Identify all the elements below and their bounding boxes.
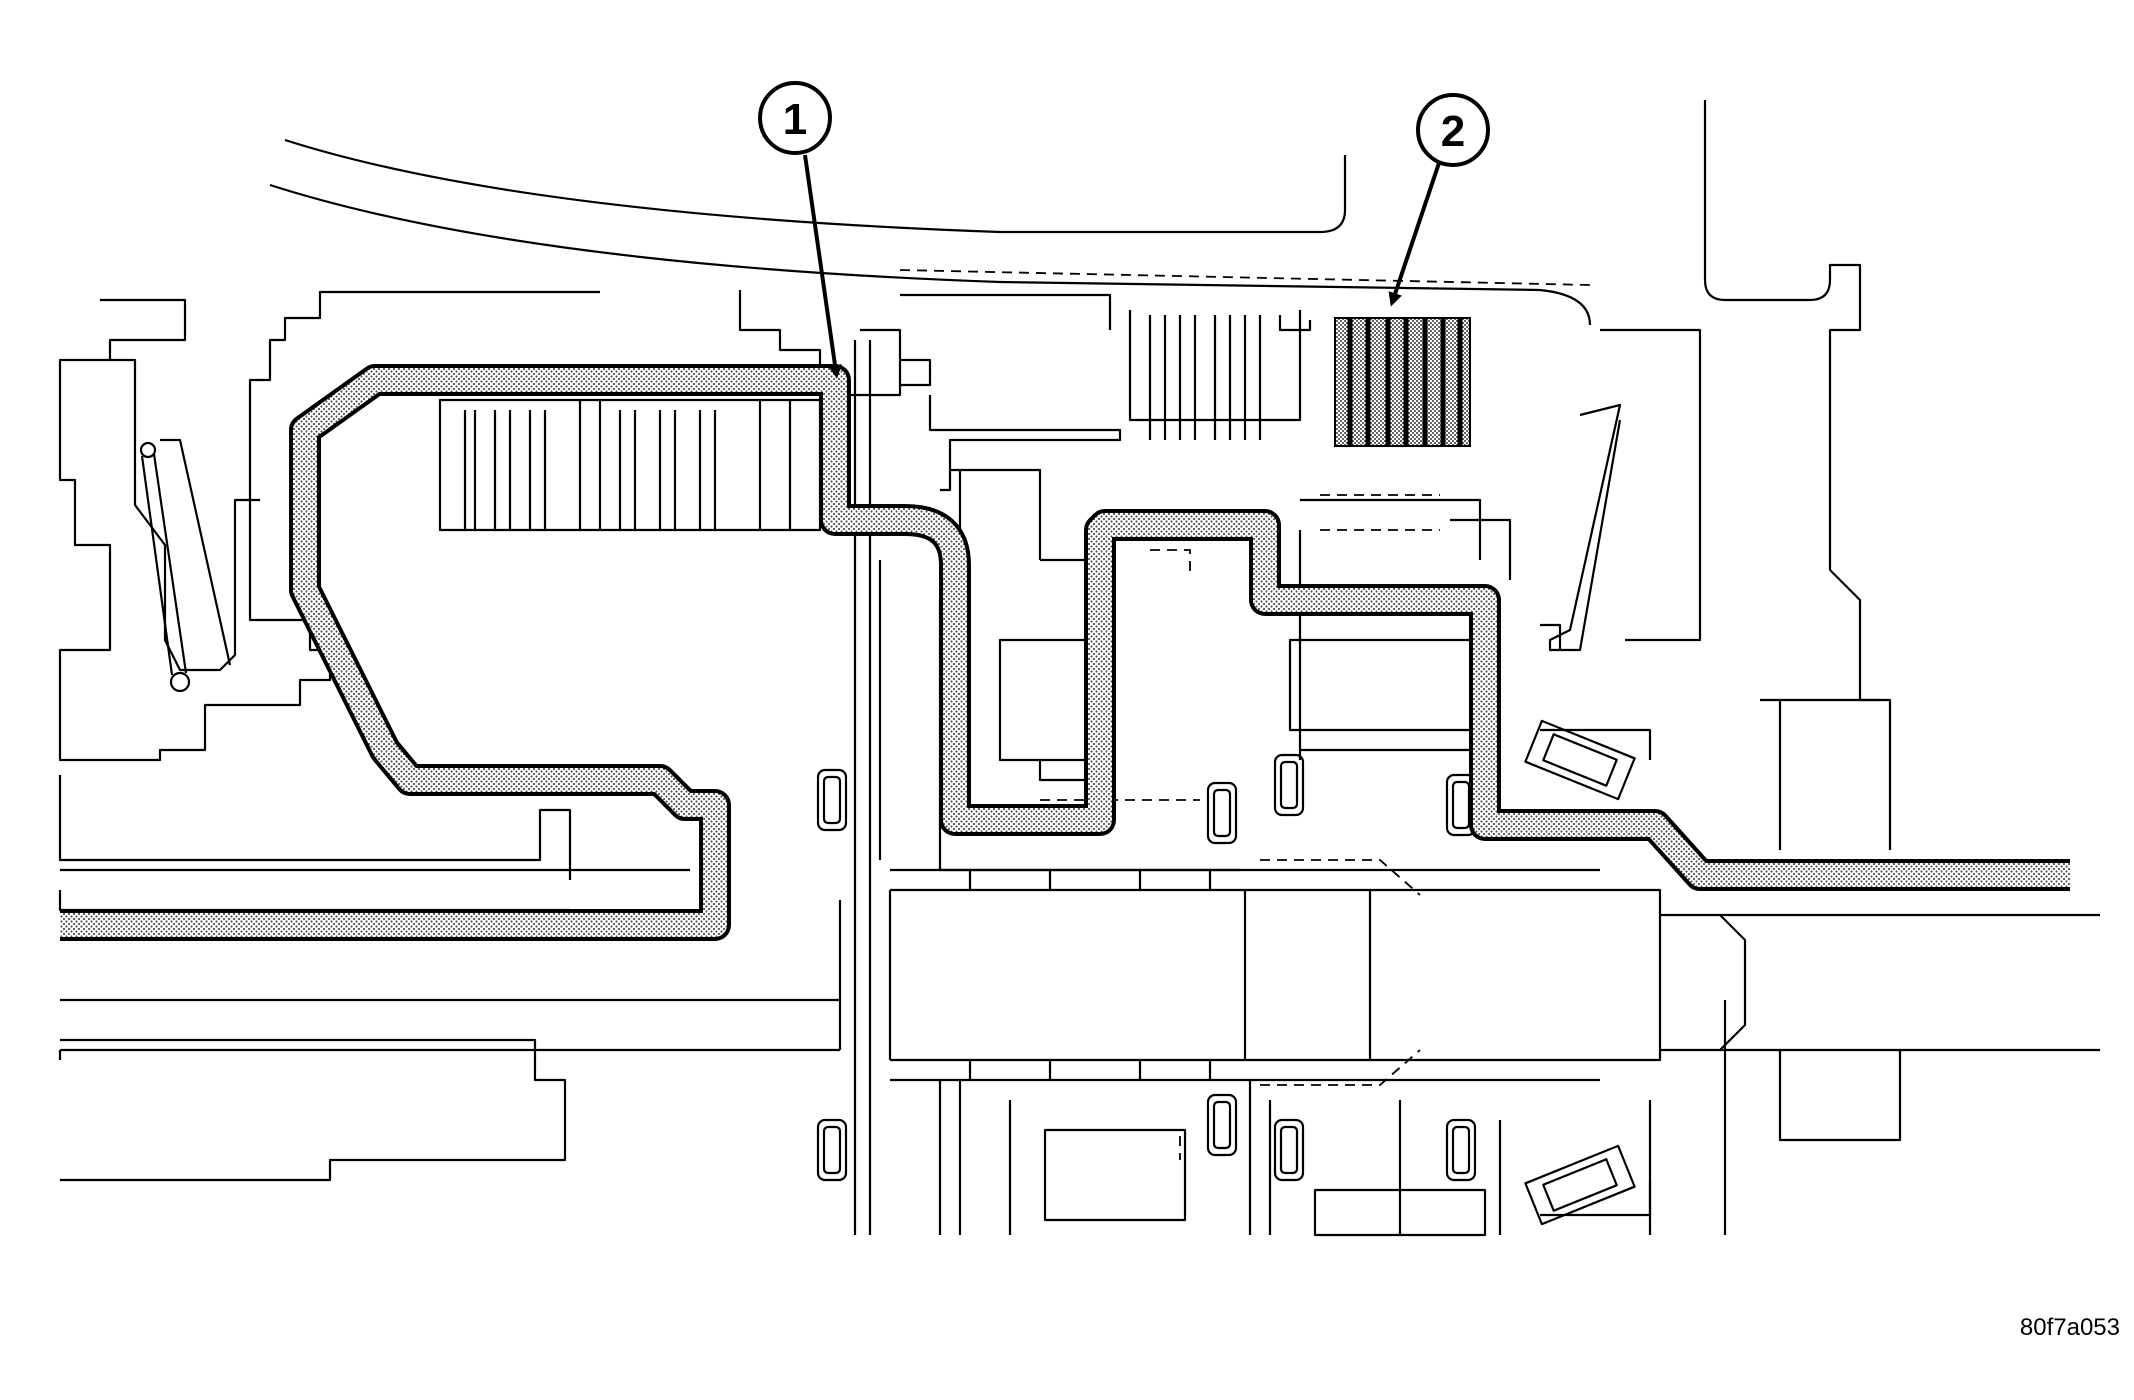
clutch-pack-1 (438, 398, 822, 532)
callout-2: 2 (1388, 93, 1490, 307)
left-housing (58, 290, 600, 1182)
highlighted-clutch-pack (1334, 317, 1471, 447)
fluid-passage (60, 364, 2070, 941)
housing-outline (269, 100, 1902, 1235)
callout-2-label: 2 (1441, 107, 1465, 156)
figure-code: 80f7a053 (2020, 1314, 2120, 1341)
pivot-pin-top (139, 441, 157, 459)
input-shaft (60, 868, 2100, 1082)
pivot-pin-bottom (169, 671, 191, 693)
callout-1-label: 1 (783, 95, 807, 144)
clutch-pack-2 (899, 269, 1591, 440)
callout-1-leader (803, 154, 842, 379)
callout-1: 1 (758, 81, 842, 379)
callout-1-circle (758, 81, 832, 155)
callout-2-leader (1388, 159, 1442, 307)
seal-rings (816, 753, 1477, 1182)
tapered-bearings (1524, 328, 1702, 1226)
callout-2-circle (1416, 93, 1490, 167)
